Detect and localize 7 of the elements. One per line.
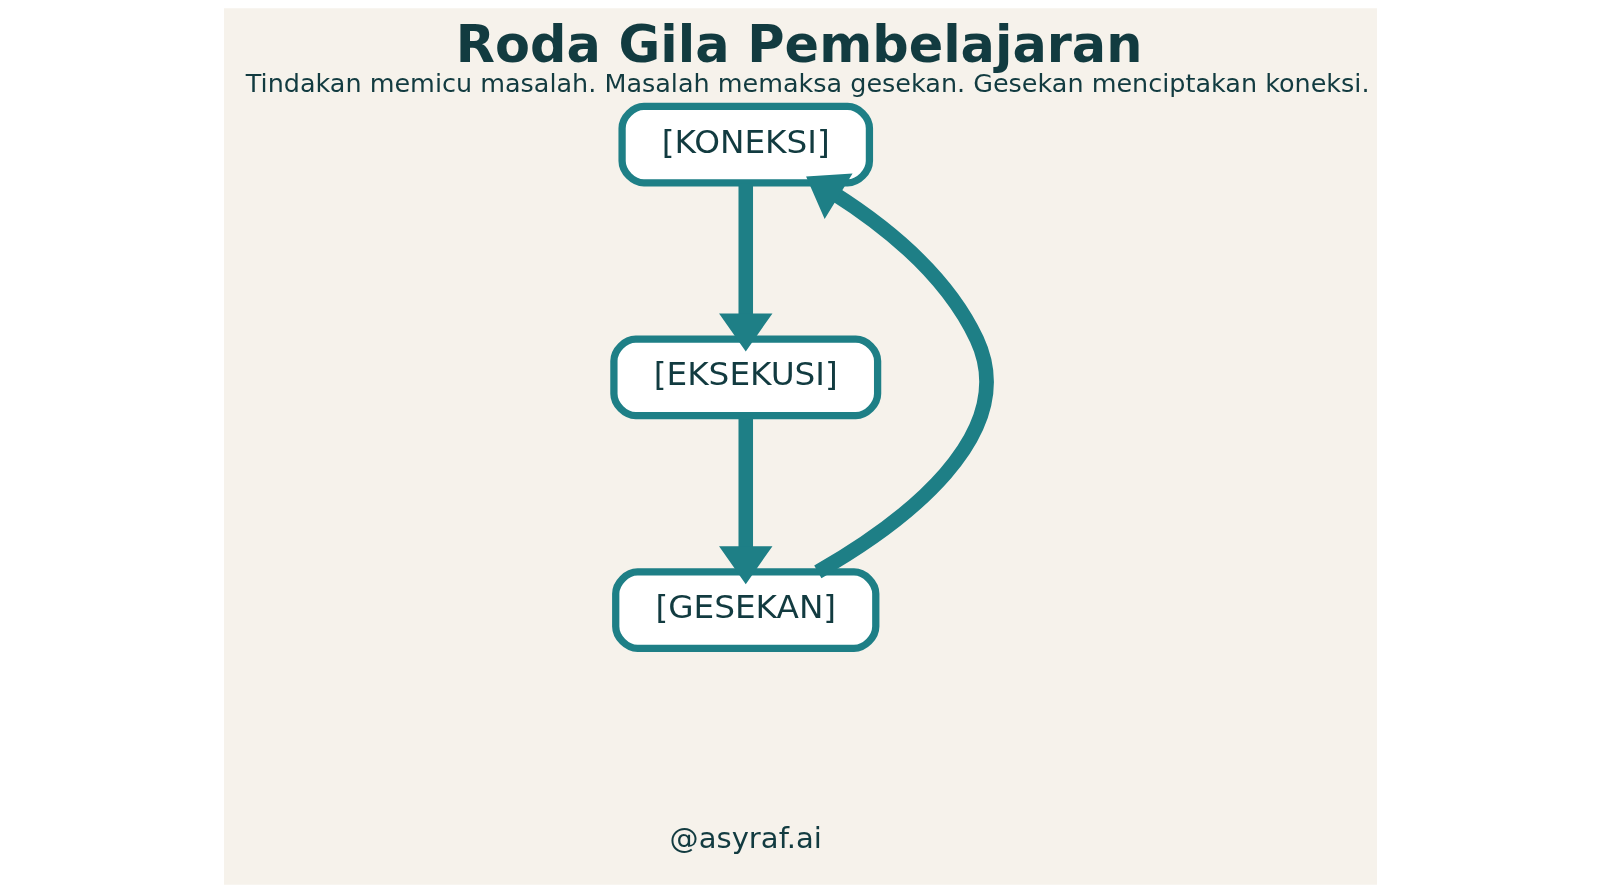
node-box: [EKSEKUSI] (609, 335, 881, 420)
arrow (805, 173, 994, 579)
label: @asyraf.ai (669, 821, 822, 856)
node-box: [KONEKSI] (617, 102, 873, 187)
node-box: [GESEKAN] (611, 568, 879, 652)
arrow (718, 416, 772, 585)
arrow (718, 183, 772, 352)
